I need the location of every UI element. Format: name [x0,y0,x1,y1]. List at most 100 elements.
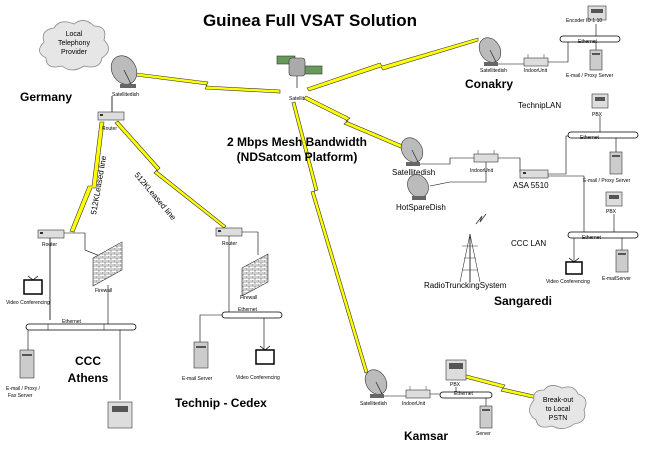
cloud-label-line2: to Local [546,406,571,413]
encoder-icon [587,5,607,21]
ethernet-label: Ethernet [582,235,602,241]
link-conakry [306,37,479,92]
video-conferencing-icon [23,275,43,295]
server-icon [193,341,209,369]
router-icon [37,229,65,239]
pbx-label: PBX [606,209,617,215]
diagram-title: Guinea Full VSAT Solution [203,11,417,30]
site-kamsar: Kamsar [404,429,448,443]
ethernet-bus [567,231,639,239]
satellite-dish-icon [110,55,138,88]
ethernet-bus [439,391,493,399]
video-label: Video Conferencing [546,279,590,285]
ethernet-bus [559,35,621,43]
ethernet-label: Ethernet [62,319,82,325]
pbx-icon [591,93,609,109]
server-icon [589,49,603,71]
cloud-label-line3: Provider [61,49,88,56]
firewall-icon [92,241,123,287]
connector [420,157,474,165]
satellite-dish-icon [478,37,502,66]
hot-spare-dish-icon [407,174,429,200]
connector [429,162,487,187]
server-label: Server [476,431,491,437]
server-label: Fax Server [8,393,33,399]
indoor-unit-label: IndoorUnit [470,168,494,174]
pbx-icon [605,191,623,207]
site-ccc: CCC [75,354,101,368]
indoor-unit-icon [523,54,549,67]
satellite-dish-icon [364,369,388,398]
server-label: E-mail / Proxy / [6,386,41,392]
satellite-icon [276,55,323,88]
leased-line-label: 512KLeased line [132,171,178,223]
indoor-unit-label: IndoorUnit [402,401,426,407]
satellite-dish-icon [400,137,424,166]
cloud-label-line1: Local [66,31,83,38]
radio-tower-icon [459,213,487,283]
server-label: E-mail / Proxy Server [566,73,614,79]
ethernet-label: Ethernet [580,135,600,141]
pbx-icon [107,401,133,429]
site-sangaredi: Sangaredi [494,294,552,308]
connector [548,40,569,63]
pbx-icon [445,359,467,381]
encoder-label: Encoder ID 1 10 [566,18,602,24]
ethernet-label: Ethernet [578,39,598,45]
connector [548,175,585,238]
server-icon [479,405,493,429]
cloud-icon [529,385,587,429]
firewall-label: Firewall [240,295,257,301]
server-label: E-mailServer [602,276,631,282]
ethernet-bus [25,323,137,331]
server-icon [615,249,629,273]
site-germany: Germany [20,90,72,104]
site-conakry: Conakry [465,77,513,91]
leased-line-athens [69,121,105,233]
firewall-label: Firewall [95,288,112,294]
video-conferencing-icon [255,345,275,365]
cloud-label-line1: Break-out [543,397,573,404]
cloud-icon [39,20,109,71]
site-technip-cedex: Technip - Cedex [175,396,267,410]
pbx-label: PBX [592,112,603,118]
asa-label: ASA 5510 [513,181,549,190]
video-conferencing-icon [565,257,583,275]
indoor-unit-icon [473,150,499,163]
router-label: Router [222,241,237,247]
satellite-links [69,37,548,402]
hot-spare-label: HotSpareDish [396,203,446,212]
asa-firewall-icon [519,169,549,179]
site-athens: Athens [68,371,109,385]
video-label: Video Conferencing [236,375,280,381]
dish-label: Satellitedish [112,92,139,98]
radio-label: RadioTrunckingSystem [424,281,507,290]
server-icon [609,151,623,175]
dish-label: Satellitedish [360,401,387,407]
firewall-icon [241,253,269,297]
router-label: Router [102,126,117,132]
platform-label: (NDSatcom Platform) [237,150,358,164]
ethernet-bus [567,131,639,139]
indoor-unit-label: IndoorUnit [524,68,548,74]
connector [64,232,106,259]
connector [242,231,259,255]
router-icon [215,227,243,237]
dish-label: Satellitedish [480,68,507,74]
cloud-label-line3: PSTN [549,415,568,422]
bandwidth-label: 2 Mbps Mesh Bandwidth [227,135,367,149]
connector [199,314,222,342]
site-ccc-lan: CCC LAN [511,239,546,248]
connector [548,135,572,175]
video-label: Video Conferencing [6,300,50,306]
dish-label: Satellitedish [392,168,435,177]
indoor-unit-icon [405,386,431,399]
satellite-label: Satellite [289,96,307,102]
router-icon [97,111,125,121]
cloud-label-line2: Telephony [58,40,90,47]
link-germany [135,72,281,94]
server-label: E-mail Server [182,376,213,382]
pbx-label: PBX [450,382,461,388]
